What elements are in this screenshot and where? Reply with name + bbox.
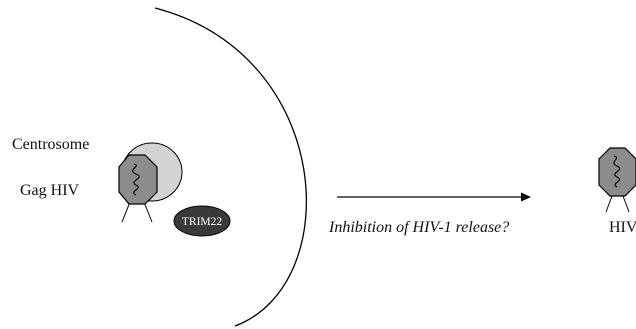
arrow-caption: Inhibition of HIV-1 release? — [328, 219, 509, 236]
gag-genome-squiggle-icon — [132, 163, 140, 196]
trim22-ellipse — [173, 205, 231, 237]
gag-hiv-virion-icon — [118, 154, 158, 223]
released-genome-squiggle-icon — [613, 155, 621, 188]
cell-membrane-arc — [154, 7, 308, 327]
released-hiv-virion-icon — [598, 147, 636, 213]
centrosome-label: Centrosome — [12, 136, 89, 153]
gag-hiv-label: Gag HIV — [20, 182, 80, 199]
trim22-label: TRIM22 — [182, 216, 223, 228]
hiv-label: HIV — [609, 219, 636, 236]
release-arrow — [337, 192, 531, 202]
